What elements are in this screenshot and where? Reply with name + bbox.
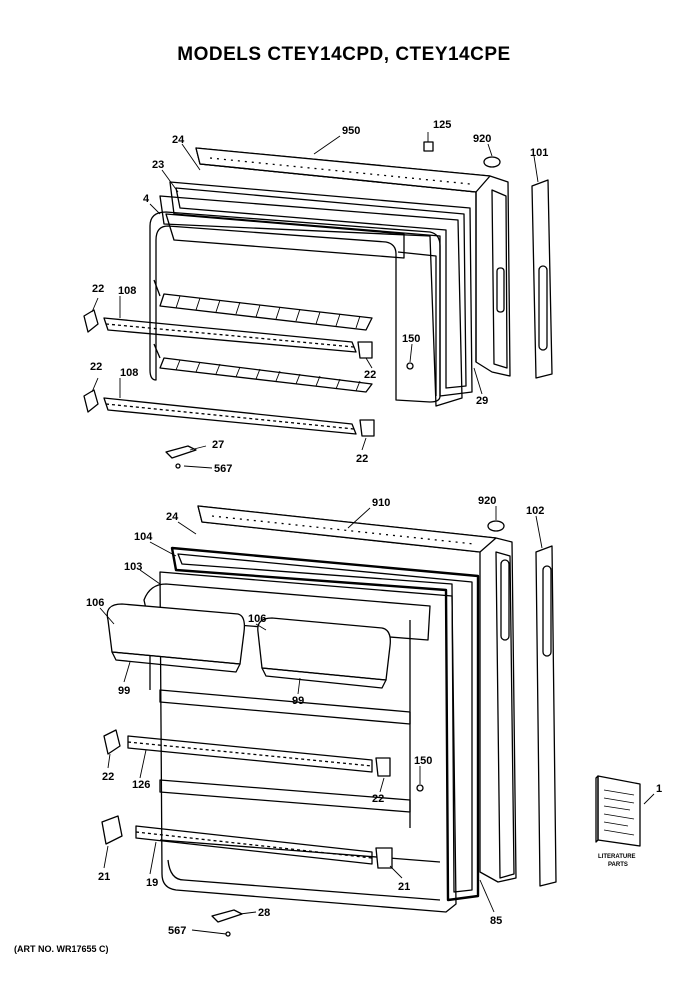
callout-99-left: 99 xyxy=(118,685,130,697)
fresh-food-shelf-bar-126 xyxy=(127,735,373,773)
callout-106-right: 106 xyxy=(248,613,266,625)
callout-567-upper: 567 xyxy=(214,463,232,475)
callout-106-left: 106 xyxy=(86,597,104,609)
callout-29: 29 xyxy=(476,395,488,407)
callout-28: 28 xyxy=(258,907,270,919)
callout-22-lower-b: 22 xyxy=(372,793,384,805)
plug-125 xyxy=(423,141,434,152)
fresh-food-door-gasket xyxy=(170,546,480,902)
literature-parts-booklet xyxy=(595,775,655,847)
callout-567-lower: 567 xyxy=(168,925,186,937)
retainer-clip-upper-left xyxy=(83,309,99,333)
callout-99-right: 99 xyxy=(292,695,304,707)
callout-920-lower: 920 xyxy=(478,495,496,507)
callout-27: 27 xyxy=(212,439,224,451)
button-920-upper xyxy=(483,156,501,168)
screw-567-upper xyxy=(175,463,181,469)
callout-102: 102 xyxy=(526,505,544,517)
fresh-food-door-bin-left xyxy=(106,603,246,673)
fresh-food-handle-102 xyxy=(535,545,557,887)
callout-22-lower-a: 22 xyxy=(102,771,114,783)
freezer-inner-liner xyxy=(149,211,441,403)
callout-1: 1 xyxy=(656,783,662,795)
callout-21-right: 21 xyxy=(398,881,410,893)
button-920-lower xyxy=(487,520,505,532)
hinge-part-28 xyxy=(211,909,243,923)
callout-108-upper-b: 108 xyxy=(120,367,138,379)
parts-label: PARTS xyxy=(608,862,628,868)
callout-85: 85 xyxy=(490,915,502,927)
callout-101: 101 xyxy=(530,147,548,159)
callout-910: 910 xyxy=(372,497,390,509)
freezer-outer-door-panel xyxy=(195,147,511,377)
callout-125: 125 xyxy=(433,119,451,131)
callout-19: 19 xyxy=(146,877,158,889)
callout-126: 126 xyxy=(132,779,150,791)
freezer-handle-101 xyxy=(531,179,553,379)
callout-108-upper-a: 108 xyxy=(118,285,136,297)
retainer-clip-22-lower-right xyxy=(375,757,391,777)
fresh-food-outer-door-panel xyxy=(197,505,517,883)
screw-150-lower xyxy=(416,784,424,792)
callout-24-lower: 24 xyxy=(166,511,179,523)
retainer-clip-21-left xyxy=(101,815,123,845)
callout-950: 950 xyxy=(342,125,360,137)
callout-24-upper: 24 xyxy=(172,134,185,146)
fresh-food-door-bin-right xyxy=(257,617,391,689)
callout-150-upper: 150 xyxy=(402,333,420,345)
screw-150-upper xyxy=(406,362,414,370)
retainer-clip-lower-left xyxy=(83,389,99,413)
callout-920-upper: 920 xyxy=(473,133,491,145)
callout-103: 103 xyxy=(124,561,142,573)
callout-22-upper-b: 22 xyxy=(90,361,102,373)
callout-21-left: 21 xyxy=(98,871,110,883)
diagram-title: MODELS CTEY14CPD, CTEY14CPE xyxy=(177,44,511,65)
hinge-part-27 xyxy=(165,445,197,459)
retainer-clip-upper-right xyxy=(357,341,373,359)
callout-22-upper-a: 22 xyxy=(92,283,104,295)
art-number: (ART NO. WR17655 C) xyxy=(14,944,109,954)
screw-567-lower xyxy=(225,931,231,937)
retainer-clip-21-right xyxy=(375,847,393,869)
callout-23: 23 xyxy=(152,159,164,171)
callout-22-upper-c: 22 xyxy=(364,369,376,381)
upper-door-assembly xyxy=(83,132,553,469)
callout-104: 104 xyxy=(134,531,153,543)
lower-door-assembly xyxy=(99,505,557,937)
retainer-clip-22-lower-left xyxy=(103,729,121,755)
freezer-shelf-bar-lower xyxy=(103,397,357,435)
callout-150-lower: 150 xyxy=(414,755,432,767)
retainer-clip-lower-right xyxy=(359,419,375,437)
freezer-shelf-bar-upper xyxy=(103,317,357,353)
callout-4: 4 xyxy=(143,193,150,205)
fresh-food-shelf-bar-19 xyxy=(135,825,373,865)
fresh-food-inner-liner xyxy=(143,571,457,913)
literature-label: LITERATURE xyxy=(598,854,636,860)
callout-22-upper-d: 22 xyxy=(356,453,368,465)
